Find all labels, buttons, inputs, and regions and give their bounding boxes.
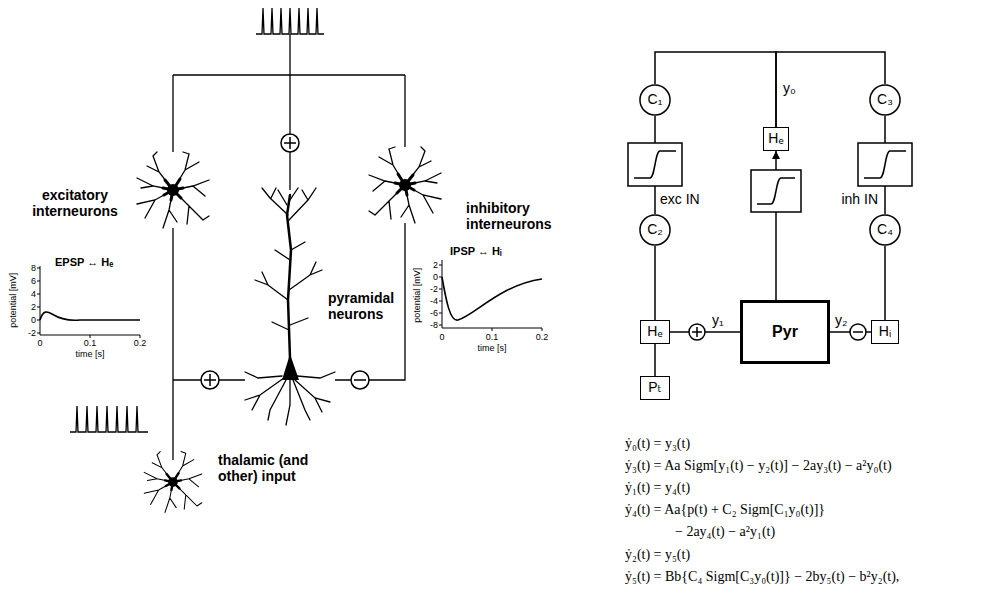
tick-label: -4 <box>430 296 438 306</box>
sigmoid-box <box>628 143 912 212</box>
node-text: Pₜ <box>648 380 661 395</box>
pyramidal-neuron <box>245 188 335 425</box>
wire <box>404 75 405 147</box>
circle-outline <box>870 85 900 115</box>
psp-graph <box>37 260 542 338</box>
tick-label: 4 <box>31 289 36 299</box>
wire <box>172 75 173 152</box>
circle-outline <box>640 85 670 115</box>
tick-label: 0.1 <box>486 332 499 342</box>
tick-label: -8 <box>430 320 438 330</box>
node-text: Hₑ <box>768 131 783 146</box>
node-text: C₂ <box>647 222 663 237</box>
tick-label: -2 <box>28 328 36 338</box>
spike-train <box>70 406 148 432</box>
signal-label: y₂ <box>835 312 847 328</box>
wire <box>289 34 290 190</box>
wires <box>70 8 405 460</box>
signal-connector <box>776 52 885 127</box>
gain-circle: C₂ <box>639 214 671 246</box>
tick-label: 0 <box>439 332 444 342</box>
tick-label: 0 <box>433 272 438 282</box>
tick-label: 6 <box>31 276 36 286</box>
graph-title: IPSP ↔ Hᵢ <box>450 245 501 258</box>
graph-title: EPSP ↔ Hₑ <box>55 256 113 269</box>
excitatory-interneuron <box>137 152 209 228</box>
tick-label: -2 <box>430 284 438 294</box>
signal-connector <box>884 246 886 320</box>
wire <box>172 228 173 460</box>
axis-label: potential [mV] <box>9 272 19 327</box>
node-text: C₁ <box>648 92 663 107</box>
signal-label: inh IN <box>841 191 878 207</box>
node-text: C₄ <box>877 222 893 237</box>
neuron-label: pyramidal neurons <box>328 290 403 322</box>
node-text: C₃ <box>877 92 893 107</box>
thalamic-neuron <box>144 452 202 513</box>
tick-label: 0 <box>37 338 42 348</box>
equation: ẏ₁(t) = y₄(t) <box>625 480 690 496</box>
tick-label: 2 <box>433 260 438 270</box>
equation: ẏ₂(t) = y₅(t) <box>625 547 690 563</box>
equation: − 2ay₄(t) − a²y₁(t) <box>675 524 775 540</box>
node-text: Hᵢ <box>879 324 891 339</box>
tick-label: 0 <box>31 315 36 325</box>
tick-label: time [s] <box>477 343 506 353</box>
equation: ẏ₄(t) = Aa{p(t) + C₂ Sigm[C₁y₀(t)]} <box>625 502 825 518</box>
inhibitory-interneuron <box>369 147 441 223</box>
neuron-label: thalamic (and other) input <box>218 452 348 484</box>
kernel-box: Hₑ <box>640 320 670 344</box>
population-box: Pyr <box>740 300 830 364</box>
kernel-box: Pₜ <box>640 376 670 400</box>
neuron-label: excitatory interneurons <box>25 187 125 219</box>
tick-label: time [s] <box>75 349 104 359</box>
signal-connector <box>654 344 656 376</box>
signal-connector <box>655 52 776 127</box>
kernel-box: Hᵢ <box>871 320 899 344</box>
neuron-label: inhibitory interneurons <box>466 200 571 232</box>
node-text: Pyr <box>772 323 798 341</box>
tick-label: 0.1 <box>84 338 97 348</box>
signal-connector <box>654 246 656 320</box>
tick-label: 0.2 <box>536 332 549 342</box>
spike-train <box>256 8 324 34</box>
tick-label: 8 <box>31 263 36 273</box>
circle-outline <box>870 215 900 245</box>
tick-label: -6 <box>430 308 438 318</box>
tick-label: 2 <box>31 302 36 312</box>
signal-label: exc IN <box>660 191 700 207</box>
axis-label: potential [mV] <box>413 267 423 322</box>
signal-label: y₀ <box>783 80 796 96</box>
equation: ẏ₅(t) = Bb{C₄ Sigm[C₃y₀(t)]} − 2by₅(t) −… <box>625 569 899 585</box>
tick-label: 0.2 <box>134 338 147 348</box>
gain-circle: C₁ <box>639 84 671 116</box>
gain-circle: C₄ <box>869 214 901 246</box>
node-text: Hₑ <box>647 324 662 339</box>
circle-outline <box>640 215 670 245</box>
equation: ẏ₃(t) = Aa Sigm[y₁(t) − y₂(t)] − 2ay₃(t)… <box>625 458 892 474</box>
gain-circle: C₃ <box>869 84 901 116</box>
equation: ẏ₀(t) = y₃(t) <box>625 436 690 452</box>
wire <box>173 74 405 75</box>
kernel-box: Hₑ <box>763 127 789 151</box>
signal-label: y₁ <box>712 312 724 328</box>
sum-symbol <box>201 134 369 389</box>
